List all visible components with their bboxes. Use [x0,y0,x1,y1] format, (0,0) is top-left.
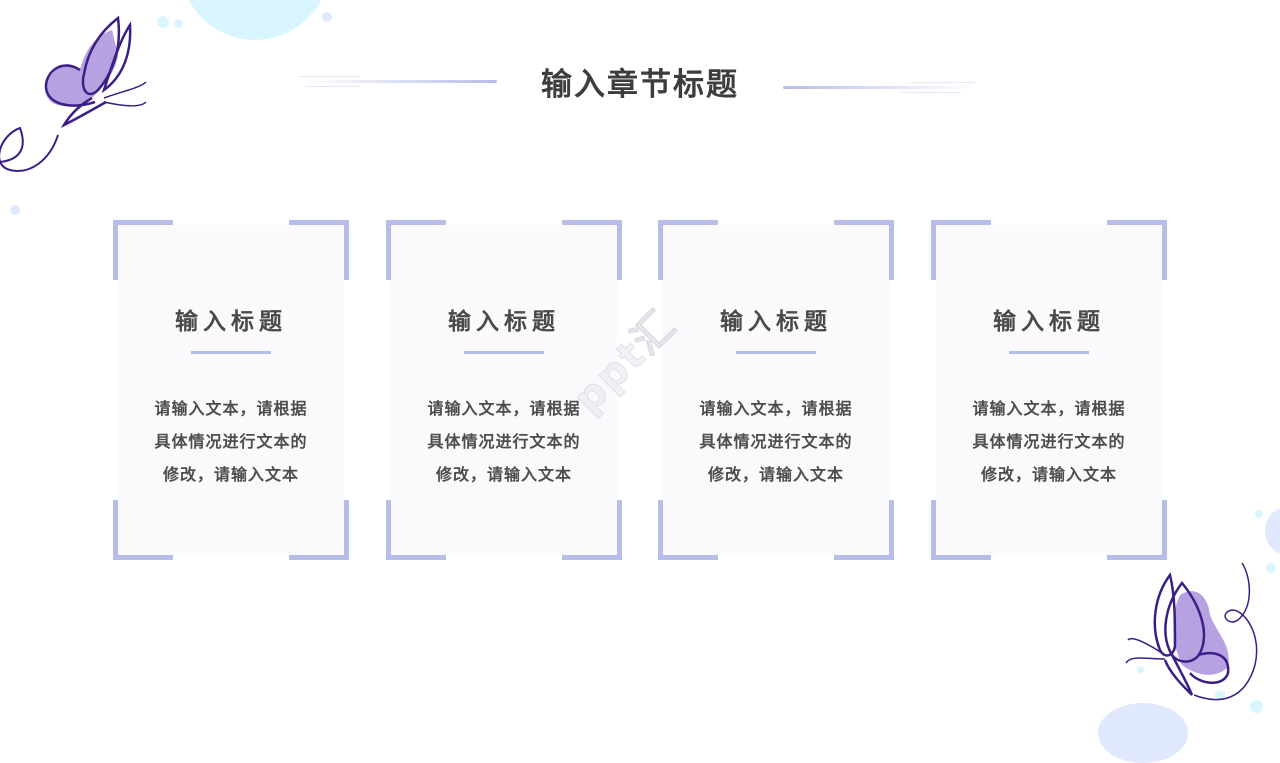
corner-bracket-tr-v [1162,220,1167,280]
info-card-4: 输入标题 请输入文本，请根据 具体情况进行文本的 修改，请输入文本 [931,220,1167,560]
corner-bracket-bl-v [931,500,936,560]
card-body-line: 具体情况进行文本的 [972,432,1126,451]
card-body-line: 修改，请输入文本 [980,465,1117,484]
decor-dot [174,19,183,28]
card-body: 请输入文本，请根据 具体情况进行文本的 修改，请输入文本 [406,392,602,491]
corner-bracket-tr-h [834,220,894,225]
decor-dot [1255,510,1263,518]
corner-bracket-bl-h [113,555,173,560]
card-panel [936,225,1162,555]
card-body-line: 修改，请输入文本 [707,465,844,484]
corner-bracket-br-v [889,500,894,560]
card-title-underline [464,351,544,354]
corner-bracket-bl-v [386,500,391,560]
card-panel [663,225,889,555]
corner-bracket-br-h [562,555,622,560]
corner-bracket-tl-h [386,220,446,225]
corner-bracket-tr-v [344,220,349,280]
header-line-right-thin [900,92,960,93]
corner-bracket-tl-v [113,220,118,280]
card-title-underline [1009,351,1089,354]
corner-bracket-bl-h [931,555,991,560]
header-line-left-thin [305,86,360,87]
decor-dot [1215,690,1225,700]
card-body-line: 具体情况进行文本的 [427,432,581,451]
decor-bubble-right [1265,508,1280,554]
corner-bracket-br-v [1162,500,1167,560]
card-body: 请输入文本，请根据 具体情况进行文本的 修改，请输入文本 [678,392,874,491]
corner-bracket-br-v [617,500,622,560]
card-body-line: 修改，请输入文本 [162,465,299,484]
decor-dot [1137,666,1144,673]
decor-bubble-large-top [180,0,330,40]
corner-bracket-tr-v [889,220,894,280]
card-title-underline [736,351,816,354]
corner-bracket-tr-v [617,220,622,280]
corner-bracket-bl-v [658,500,663,560]
header-line-right-thin [910,82,975,83]
butterfly-icon-top-left [0,15,147,172]
card-body-line: 请输入文本，请根据 [427,399,581,418]
card-body-line: 修改，请输入文本 [435,465,572,484]
corner-bracket-tl-h [658,220,718,225]
info-card-2: 输入标题 请输入文本，请根据 具体情况进行文本的 修改，请输入文本 [386,220,622,560]
corner-bracket-br-h [289,555,349,560]
header-line-left [305,80,497,83]
card-title-underline [191,351,271,354]
corner-bracket-tr-h [1107,220,1167,225]
corner-bracket-tl-v [658,220,663,280]
card-body-line: 请输入文本，请根据 [972,399,1126,418]
corner-bracket-tl-h [931,220,991,225]
decor-dot [157,16,169,28]
info-card-1: 输入标题 请输入文本，请根据 具体情况进行文本的 修改，请输入文本 [113,220,349,560]
corner-bracket-br-v [344,500,349,560]
card-body: 请输入文本，请根据 具体情况进行文本的 修改，请输入文本 [133,392,329,491]
card-title: 输入标题 [720,309,832,335]
card-panel [118,225,344,555]
corner-bracket-br-h [834,555,894,560]
card-title: 输入标题 [993,309,1105,335]
decor-dot [1250,700,1263,713]
corner-bracket-br-h [1107,555,1167,560]
corner-bracket-bl-v [113,500,118,560]
card-body-line: 请输入文本，请根据 [699,399,853,418]
card-body: 请输入文本，请根据 具体情况进行文本的 修改，请输入文本 [951,392,1147,491]
card-title: 输入标题 [448,309,560,335]
card-body-line: 具体情况进行文本的 [154,432,308,451]
card-body-line: 具体情况进行文本的 [699,432,853,451]
decor-dot [1266,563,1276,573]
corner-bracket-tr-h [289,220,349,225]
decor-dot [322,12,332,22]
header-line-left-thin [300,76,360,77]
corner-bracket-tr-h [562,220,622,225]
corner-bracket-bl-h [386,555,446,560]
corner-bracket-tl-v [386,220,391,280]
card-body-line: 请输入文本，请根据 [154,399,308,418]
info-card-3: 输入标题 请输入文本，请根据 具体情况进行文本的 修改，请输入文本 [658,220,894,560]
card-title: 输入标题 [175,309,287,335]
butterfly-icon-bottom-right [1125,562,1258,701]
corner-bracket-bl-h [658,555,718,560]
corner-bracket-tl-v [931,220,936,280]
corner-bracket-tl-h [113,220,173,225]
header-line-right [783,86,975,89]
decor-dot [10,205,20,215]
card-panel [391,225,617,555]
page-title: 输入章节标题 [541,67,739,103]
